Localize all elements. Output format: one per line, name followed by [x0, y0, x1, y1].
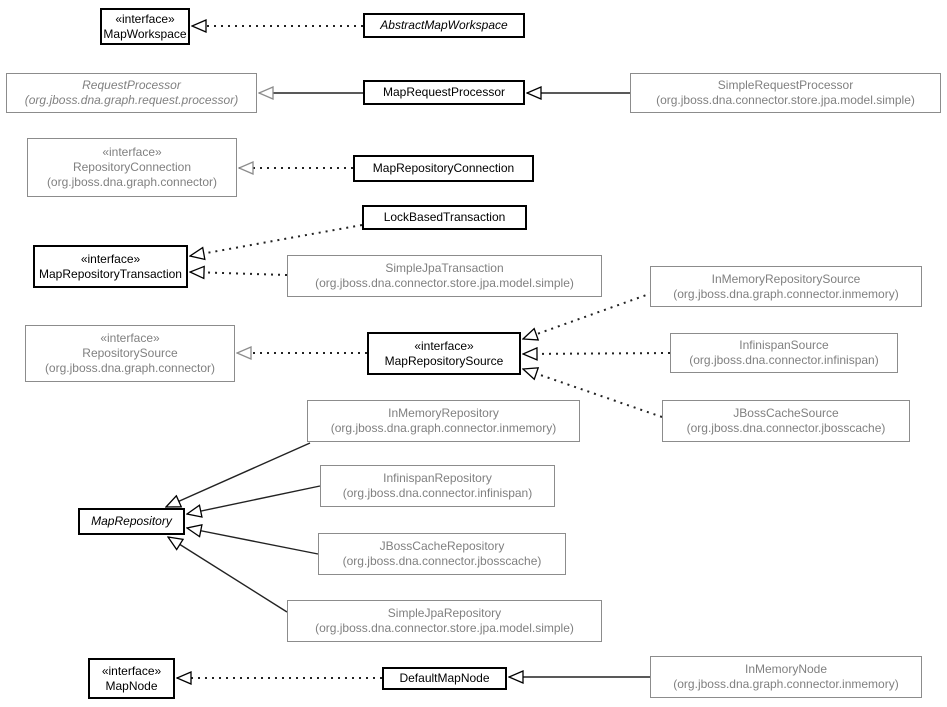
package-label: (org.jboss.dna.connector.jbosscache) [342, 554, 542, 568]
class-name: MapRepositoryTransaction [39, 266, 182, 281]
stereotype-label: «interface» [80, 251, 141, 266]
class-box-infinispan-repository[interactable]: InfinispanRepository (org.jboss.dna.conn… [320, 465, 555, 507]
class-name: RequestProcessor [82, 78, 181, 92]
realization-simplejpatransaction-maprepositorytransaction [190, 272, 288, 275]
generalization-simplejparepository-maprepository [168, 537, 288, 613]
package-label: (org.jboss.dna.graph.connector) [44, 361, 216, 375]
class-box-in-memory-repository[interactable]: InMemoryRepository (org.jboss.dna.graph.… [307, 400, 580, 442]
class-box-simple-request-processor[interactable]: SimpleRequestProcessor (org.jboss.dna.co… [630, 73, 941, 113]
class-box-simple-jpa-transaction[interactable]: SimpleJpaTransaction (org.jboss.dna.conn… [287, 255, 602, 297]
package-label: (org.jboss.dna.connector.store.jpa.model… [315, 621, 574, 635]
package-label: (org.jboss.dna.connector.infinispan) [689, 353, 879, 367]
class-box-simple-jpa-repository[interactable]: SimpleJpaRepository (org.jboss.dna.conne… [287, 600, 602, 642]
package-label: (org.jboss.dna.connector.infinispan) [342, 486, 533, 500]
class-name: LockBasedTransaction [383, 210, 506, 224]
class-name: InMemoryRepositorySource [711, 271, 861, 286]
class-name: InMemoryRepository [388, 406, 499, 420]
package-label: (org.jboss.dna.graph.request.processor) [24, 93, 239, 107]
class-name: InfinispanSource [739, 338, 829, 352]
class-box-abstract-map-workspace[interactable]: AbstractMapWorkspace [363, 13, 525, 38]
package-label: (org.jboss.dna.graph.connector) [46, 175, 218, 189]
class-box-map-workspace[interactable]: «interface» MapWorkspace [100, 8, 190, 45]
class-box-jbosscache-repository[interactable]: JBossCacheRepository (org.jboss.dna.conn… [318, 533, 566, 575]
class-name: MapWorkspace [103, 26, 187, 41]
class-name: JBossCacheRepository [379, 539, 505, 553]
class-name: JBossCacheSource [733, 406, 839, 420]
class-name: MapRepositoryConnection [372, 161, 515, 175]
class-name: DefaultMapNode [399, 671, 490, 685]
stereotype-label: «interface» [414, 338, 474, 353]
class-box-repository-source[interactable]: «interface» RepositorySource (org.jboss.… [25, 325, 235, 382]
stereotype-label: «interface» [102, 145, 162, 159]
class-name: MapRequestProcessor [382, 85, 506, 99]
class-box-default-map-node[interactable]: DefaultMapNode [382, 667, 507, 690]
class-box-lock-based-transaction[interactable]: LockBasedTransaction [362, 205, 527, 230]
class-box-map-request-processor[interactable]: MapRequestProcessor [363, 80, 525, 105]
class-name: MapRepositorySource [384, 353, 504, 368]
package-label: (org.jboss.dna.graph.connector.inmemory) [673, 677, 899, 691]
package-label: (org.jboss.dna.graph.connector.inmemory) [673, 286, 899, 301]
class-box-map-node[interactable]: «interface» MapNode [88, 658, 175, 699]
class-name: RepositorySource [82, 346, 178, 360]
class-box-map-repository-source[interactable]: «interface» MapRepositorySource [367, 332, 521, 375]
class-name: MapNode [105, 678, 158, 693]
stereotype-label: «interface» [100, 331, 160, 345]
class-box-infinispan-source[interactable]: InfinispanSource (org.jboss.dna.connecto… [670, 333, 898, 373]
class-name: SimpleRequestProcessor [717, 78, 854, 92]
generalization-infinispanrepository-maprepository [187, 485, 321, 514]
class-box-request-processor[interactable]: RequestProcessor (org.jboss.dna.graph.re… [6, 73, 257, 113]
class-box-map-repository-connection[interactable]: MapRepositoryConnection [353, 155, 534, 182]
class-name: InMemoryNode [744, 662, 828, 676]
class-name: AbstractMapWorkspace [380, 18, 508, 32]
package-label: (org.jboss.dna.connector.jbosscache) [686, 421, 886, 435]
realization-infinispansource-maprepositorysource [523, 353, 671, 354]
realization-inmemoryrepositorysource-maprepositorysource [523, 292, 653, 339]
class-name: RepositoryConnection [72, 160, 192, 174]
generalization-jbosscacherepository-maprepository [187, 528, 319, 555]
class-box-in-memory-node[interactable]: InMemoryNode (org.jboss.dna.graph.connec… [650, 656, 922, 698]
realization-lockbasedtransaction-maprepositorytransaction [190, 224, 363, 256]
generalization-inmemoryrepository-maprepository [166, 442, 311, 507]
package-label: (org.jboss.dna.connector.store.jpa.model… [315, 276, 574, 290]
class-name: InfinispanRepository [383, 471, 492, 485]
class-box-map-repository[interactable]: MapRepository [78, 508, 185, 535]
class-box-in-memory-repository-source[interactable]: InMemoryRepositorySource (org.jboss.dna.… [650, 266, 922, 307]
class-box-map-repository-transaction[interactable]: «interface» MapRepositoryTransaction [33, 245, 188, 288]
package-label: (org.jboss.dna.connector.store.jpa.model… [656, 93, 915, 107]
class-box-jbosscache-source[interactable]: JBossCacheSource (org.jboss.dna.connecto… [662, 400, 910, 442]
stereotype-label: «interface» [115, 11, 175, 26]
class-name: SimpleJpaTransaction [385, 261, 504, 275]
stereotype-label: «interface» [101, 663, 162, 678]
class-name: SimpleJpaRepository [387, 606, 502, 620]
class-box-repository-connection[interactable]: «interface» RepositoryConnection (org.jb… [27, 138, 237, 197]
class-name: MapRepository [91, 514, 172, 528]
package-label: (org.jboss.dna.graph.connector.inmemory) [330, 421, 557, 435]
